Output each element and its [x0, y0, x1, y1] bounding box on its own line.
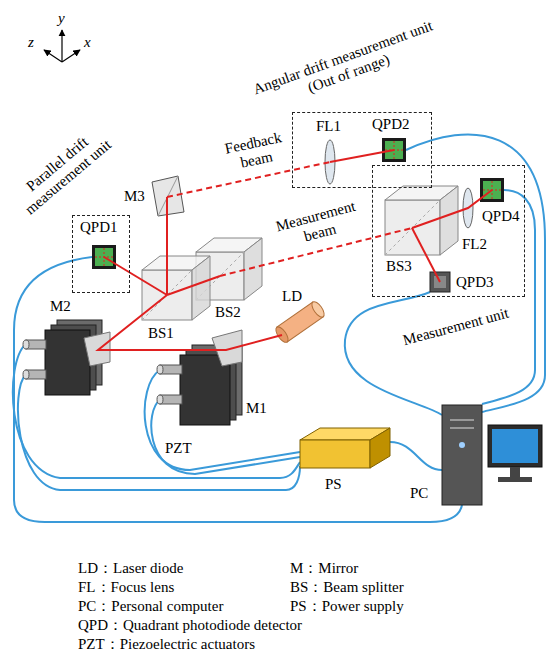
laser-beam	[330, 150, 394, 162]
dashed-unit-box: Measurement unit	[372, 165, 525, 297]
part-label: QPD4	[482, 208, 520, 225]
abbreviation-entry: PC：Personal computer	[78, 598, 223, 615]
beam-label: Measurement beam	[270, 197, 366, 254]
part-label: LD	[282, 288, 302, 305]
laser-beam	[167, 276, 220, 295]
unit-heading: Parallel drift measurement unit	[8, 121, 118, 221]
box-face	[370, 428, 390, 468]
part-label: FL2	[462, 236, 487, 253]
part-label: QPD3	[456, 274, 494, 291]
mirror	[212, 330, 242, 366]
part-label: FL1	[316, 118, 341, 135]
axis-line	[62, 50, 80, 62]
box-face	[300, 440, 370, 468]
abbreviation-entry: M：Mirror	[290, 560, 358, 577]
pc-tower	[442, 405, 482, 505]
cable	[482, 190, 535, 404]
part-label: BS3	[386, 258, 412, 275]
mirror-mount	[23, 320, 110, 395]
axis-line	[61, 30, 62, 62]
monitor-stand	[498, 477, 532, 482]
personal-computer	[442, 405, 542, 505]
cable	[390, 442, 442, 470]
abbreviation-entry: PS：Power supply	[290, 598, 404, 615]
monitor-screen	[492, 429, 538, 463]
power-button	[459, 442, 465, 448]
laser-beam	[104, 257, 167, 295]
abbreviation-entry: PZT：Piezoelectric actuators	[78, 636, 255, 653]
part-label: QPD1	[80, 219, 118, 236]
unit-heading: Measurement unit	[391, 302, 521, 352]
laser-end	[274, 325, 291, 344]
part-label: M3	[124, 188, 145, 205]
cable	[345, 292, 442, 415]
unit-heading: Angular drift measurement unit (Out of r…	[244, 15, 448, 118]
part-label: BS1	[148, 325, 174, 342]
axis-label: z	[28, 34, 34, 51]
abbreviation-entry: QPD：Quadrant photodiode detector	[78, 617, 302, 634]
part-label: M2	[50, 298, 71, 315]
abbreviation-entry: LD：Laser diode	[78, 560, 183, 577]
laser-diode	[274, 300, 327, 345]
laser-beams	[98, 150, 492, 350]
part-label: PS	[325, 476, 342, 493]
monitor	[488, 425, 542, 467]
power-supply	[300, 428, 390, 468]
drive-slot	[450, 427, 474, 429]
part-label: M1	[246, 400, 267, 417]
part-label: QPD2	[372, 116, 410, 133]
laser-end	[310, 300, 327, 319]
cube-face	[192, 256, 210, 320]
axis-label: y	[58, 10, 65, 27]
pzt-actuator	[23, 340, 29, 349]
drive-slot	[450, 419, 474, 421]
laser-beam	[412, 228, 440, 282]
mount-plate	[45, 330, 90, 395]
part-label: BS2	[215, 304, 241, 321]
cube-face	[440, 186, 458, 255]
part-label: PC	[410, 485, 428, 502]
monitor-stand	[510, 467, 520, 477]
mirror-mount	[157, 330, 242, 425]
beam-splitter-cube	[142, 256, 210, 320]
abbreviation-entry: FL：Focus lens	[78, 579, 174, 596]
laser-beam	[412, 190, 492, 228]
cube-face	[244, 238, 262, 300]
pzt-actuator	[157, 395, 163, 404]
pzt-actuator	[157, 365, 163, 374]
abbreviation-entry: BS：Beam splitter	[290, 579, 404, 596]
pzt-actuator	[23, 370, 29, 379]
axis-label: x	[84, 34, 91, 51]
coordinate-axes	[44, 30, 80, 62]
laser-beam	[98, 295, 282, 350]
signal-cables	[13, 134, 545, 522]
axis-line	[44, 50, 62, 62]
dashed-unit-box: Angular drift measurement unit (Out of r…	[292, 112, 432, 188]
laser-beam	[166, 197, 168, 295]
part-label: PZT	[165, 440, 192, 457]
beam-label: Feedback beam	[216, 128, 294, 177]
